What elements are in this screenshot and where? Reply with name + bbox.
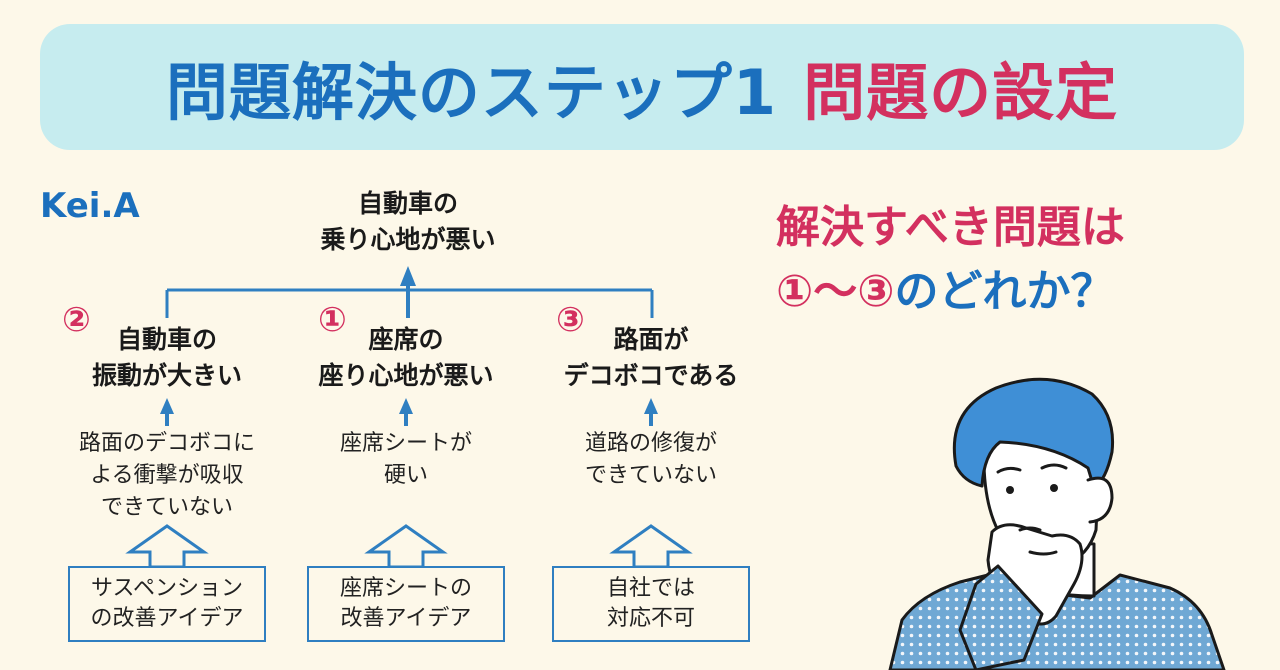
mouth xyxy=(1018,526,1042,532)
header-banner: 問題解決のステップ1 問題の設定 xyxy=(40,24,1244,150)
solution-box-seat: 座席シートの 改善アイデア xyxy=(307,566,505,642)
title-topic: 問題の設定 xyxy=(803,56,1119,129)
brow-right xyxy=(1040,463,1068,470)
eye-right xyxy=(1050,484,1058,492)
branch-problem-road: 路面が デコボコである xyxy=(563,325,739,390)
solution-box-not-possible: 自社では 対応不可 xyxy=(552,566,750,642)
root-arrow-head xyxy=(400,266,416,286)
arrow-head-middle xyxy=(399,398,413,414)
branch-number-3: ③ xyxy=(556,300,585,340)
arrow-shaft-right xyxy=(649,412,653,426)
question-rest: のどれか？ xyxy=(894,266,1115,317)
arrow-head-left xyxy=(160,398,174,414)
finger-line xyxy=(1028,550,1058,556)
thinking-man-illustration-icon xyxy=(888,377,1226,670)
hollow-arrow-right xyxy=(609,524,693,569)
eye-left xyxy=(1006,486,1014,494)
branch-problem-vibration: 自動車の 振動が大きい xyxy=(91,325,242,390)
branch-problem-seat: 座席の 座り心地が悪い xyxy=(318,325,494,390)
solution-box-suspension: サスペンション の改善アイデア xyxy=(68,566,266,642)
question-text: 解決すべき問題は ①～③のどれか？ xyxy=(776,196,1125,324)
hollow-arrow-middle xyxy=(364,524,448,569)
hollow-arrow-left xyxy=(125,524,209,569)
branch-cause-road-impact: 路面のデコボコに よる衝撃が吸収 できていない xyxy=(78,431,255,520)
root-arrow-shaft xyxy=(406,284,410,318)
branch-cause-road-repair: 道路の修復が できていない xyxy=(584,431,717,488)
question-line-1: 解決すべき問題は xyxy=(776,202,1125,253)
root-problem: 自動車の 乗り心地が悪い xyxy=(320,189,496,254)
ear xyxy=(1086,476,1114,524)
brow-left xyxy=(996,466,1022,474)
question-numbers: ①～③ xyxy=(776,266,895,317)
question-line-2: ①～③のどれか？ xyxy=(776,260,1125,324)
arrow-shaft-middle xyxy=(404,412,408,426)
author-name: Kei.A xyxy=(40,186,140,226)
branch-number-2: ② xyxy=(62,300,91,340)
branch-number-1: ① xyxy=(318,300,347,340)
hair xyxy=(952,377,1115,490)
branch-cause-hard-seat: 座席シートが 硬い xyxy=(339,431,472,488)
sleeve xyxy=(958,564,1044,670)
arrow-shaft-left xyxy=(165,412,169,426)
arrow-head-right xyxy=(644,398,658,414)
title-step: 問題解決のステップ1 xyxy=(165,56,778,129)
